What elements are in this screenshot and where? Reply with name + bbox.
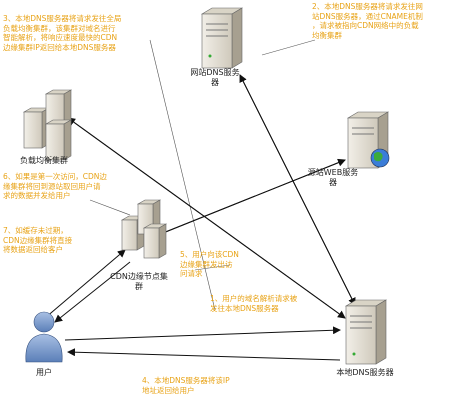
guide-line-3: [149, 39, 216, 311]
website-dns-label: 网站DNS服务 器: [190, 68, 240, 87]
load-balancer-cluster-icon: [22, 89, 73, 161]
step-7-note: 7、如缓存未过期， CDN边缘集群将直接 将数据返回给客户: [3, 226, 73, 254]
guide-line-5: [194, 264, 231, 271]
arrow-step-4: [67, 348, 341, 361]
arrow-step-3-return: [67, 117, 346, 319]
guide-line-2: [261, 39, 316, 56]
origin-web-label: 源站WEB服务 器: [307, 168, 359, 187]
step-6-note: 6、如果是第一次访问，CDN边 缘集群将回到源站取回用户请 求的数据并发给用户: [3, 172, 107, 200]
website-dns-server-icon: [200, 7, 244, 69]
arrow-step-6-return: [157, 159, 346, 237]
local-dns-label: 本地DNS服务器: [336, 368, 394, 377]
step-4-note: 4、本地DNS服务器将该IP 地址返回给用户: [142, 376, 230, 395]
user-label: 用户: [36, 368, 52, 377]
cdn-edge-cluster-icon: [120, 199, 168, 259]
load-balancer-label: 负载均衡集群: [20, 156, 68, 165]
user-icon: [25, 311, 63, 363]
step-2-note: 2、本地DNS服务器将请求发往网 站DNS服务器，通过CNAME机制 ，请求被指…: [312, 2, 423, 40]
arrow-step-7: [54, 261, 131, 323]
connectors: [44, 39, 356, 361]
origin-web-server-icon: [346, 111, 390, 169]
step-5-note: 5、用户向该CDN 边缘集群发出访 问请求: [180, 250, 239, 278]
arrow-step-5: [44, 249, 126, 319]
step-3-note: 3、本地DNS服务器将请求发往全局 负载均衡集群，该集群对域名进行 智能解析，将…: [3, 14, 122, 52]
step-1-note: 1、用户的域名解析请求被 发往本地DNS服务器: [210, 294, 298, 313]
arrow-step-1: [64, 326, 341, 341]
guide-line-6: [89, 199, 131, 216]
arrow-step-2-return: [239, 74, 356, 306]
cdn-edge-label: CDN边缘节点集 群: [110, 272, 168, 291]
local-dns-server-icon: [344, 299, 388, 365]
